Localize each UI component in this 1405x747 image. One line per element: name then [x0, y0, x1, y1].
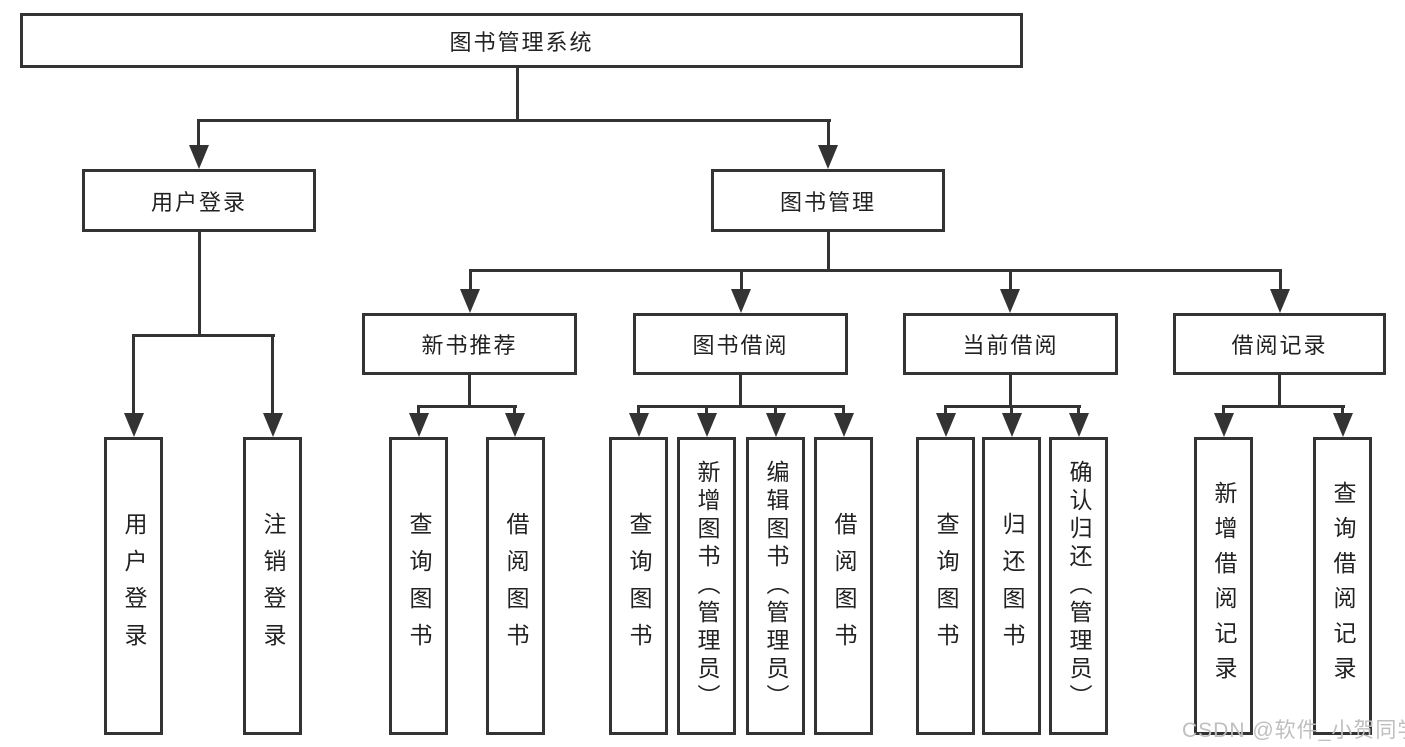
- node-label: 图书管理系统: [449, 29, 594, 55]
- connector-line: [637, 405, 845, 408]
- csdn-watermark: CSDN @软件_小贺同学: [1182, 719, 1405, 742]
- node-label: 新书推荐: [421, 333, 518, 358]
- arrowhead: [766, 413, 786, 437]
- connector-line: [197, 119, 200, 149]
- leaf-label: 查询借阅记录: [1330, 481, 1356, 691]
- connector-line: [516, 68, 519, 120]
- node-label: 用户登录: [150, 189, 247, 215]
- leaf-label: 新增借阅记录: [1211, 481, 1237, 691]
- node-new-book-recommendation: 新书推荐: [362, 313, 577, 375]
- connector-line: [705, 405, 708, 415]
- arrowhead: [1270, 289, 1290, 313]
- node-borrowing-records: 借阅记录: [1173, 313, 1386, 375]
- connector-line: [468, 375, 471, 408]
- connector-line: [739, 375, 742, 408]
- arrowhead: [1214, 413, 1234, 437]
- connector-line: [1077, 405, 1080, 415]
- leaf-label: 注销登录: [260, 512, 286, 660]
- arrowhead: [818, 145, 838, 169]
- connector-line: [827, 119, 830, 149]
- arrowhead: [124, 413, 144, 437]
- leaf-label: 编辑图书（管理员）: [763, 460, 789, 712]
- arrowhead: [731, 289, 751, 313]
- leaf-label: 借阅图书: [831, 512, 857, 660]
- connector-line: [1009, 269, 1012, 291]
- node-label: 借阅记录: [1231, 333, 1328, 358]
- arrowhead: [834, 413, 854, 437]
- connector-line: [132, 334, 275, 337]
- leaf-edit-books-admin: 编辑图书（管理员）: [746, 437, 805, 735]
- connector-line: [1278, 375, 1281, 408]
- leaf-borrow-books-borrowing: 借阅图书: [814, 437, 873, 735]
- arrowhead: [1333, 413, 1353, 437]
- arrowhead: [189, 145, 209, 169]
- connector-line: [1341, 405, 1344, 415]
- leaf-label: 确认归还（管理员）: [1066, 460, 1092, 712]
- leaf-query-books-current: 查询图书: [916, 437, 975, 735]
- connector-line: [944, 405, 947, 415]
- leaf-label: 查询图书: [933, 512, 959, 660]
- arrowhead: [629, 413, 649, 437]
- node-label: 图书借阅: [692, 333, 789, 358]
- connector-line: [827, 232, 830, 272]
- leaf-return-books: 归还图书: [982, 437, 1041, 735]
- connector-line: [637, 405, 640, 415]
- leaf-add-books-admin: 新增图书（管理员）: [677, 437, 736, 735]
- connector-line: [1222, 405, 1225, 415]
- leaf-borrow-books-recommend: 借阅图书: [486, 437, 545, 735]
- connector-line: [1222, 405, 1345, 408]
- connector-line: [842, 405, 845, 415]
- arrowhead: [1000, 289, 1020, 313]
- leaf-label: 用户登录: [121, 512, 147, 660]
- connector-line: [774, 405, 777, 415]
- arrowhead: [409, 413, 429, 437]
- leaf-label: 借阅图书: [503, 512, 529, 660]
- arrowhead: [263, 413, 283, 437]
- leaf-label: 新增图书（管理员）: [694, 460, 720, 712]
- node-library-management-system: 图书管理系统: [20, 13, 1023, 68]
- leaf-user-login: 用户登录: [104, 437, 163, 735]
- leaf-add-borrow-record: 新增借阅记录: [1194, 437, 1253, 735]
- connector-line: [740, 269, 743, 291]
- leaf-label: 查询图书: [626, 512, 652, 660]
- leaf-logout: 注销登录: [243, 437, 302, 735]
- connector-line: [469, 269, 1282, 272]
- node-label: 当前借阅: [962, 333, 1059, 358]
- leaf-confirm-return-admin: 确认归还（管理员）: [1049, 437, 1108, 735]
- node-book-borrowing: 图书借阅: [633, 313, 848, 375]
- leaf-label: 归还图书: [999, 512, 1025, 660]
- node-user-login: 用户登录: [82, 169, 316, 232]
- connector-line: [1009, 375, 1012, 408]
- connector-line: [1279, 269, 1282, 291]
- arrowhead: [936, 413, 956, 437]
- leaf-query-books-borrowing: 查询图书: [609, 437, 668, 735]
- connector-line: [198, 232, 201, 337]
- connector-line: [132, 334, 135, 416]
- connector-line: [417, 405, 517, 408]
- node-current-borrowing: 当前借阅: [903, 313, 1118, 375]
- connector-line: [417, 405, 420, 415]
- arrowhead: [460, 289, 480, 313]
- arrowhead: [1002, 413, 1022, 437]
- connector-line: [1010, 405, 1013, 415]
- leaf-label: 查询图书: [406, 512, 432, 660]
- connector-line: [513, 405, 516, 415]
- node-label: 图书管理: [779, 189, 876, 215]
- connector-line: [271, 334, 274, 416]
- connector-line: [197, 119, 831, 122]
- leaf-query-books-recommend: 查询图书: [389, 437, 448, 735]
- arrowhead: [505, 413, 525, 437]
- arrowhead: [1069, 413, 1089, 437]
- connector-line: [469, 269, 472, 291]
- node-book-management: 图书管理: [711, 169, 945, 232]
- arrowhead: [697, 413, 717, 437]
- leaf-query-borrow-record: 查询借阅记录: [1313, 437, 1372, 735]
